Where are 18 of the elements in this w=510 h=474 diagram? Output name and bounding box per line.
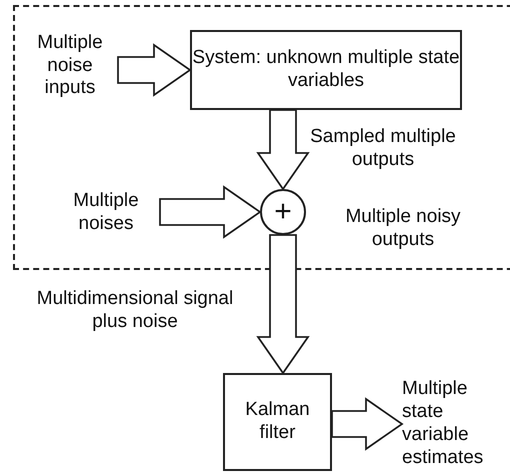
node-text: Multiple noises: [72, 190, 140, 236]
hollow-arrow: [256, 109, 310, 191]
node-text: Kalman filter: [244, 399, 311, 445]
edge-label: Multidimensional signal plus noise: [36, 288, 234, 334]
hollow-arrow: [117, 43, 192, 97]
edge-label: Sampled multiple outputs: [309, 126, 457, 172]
dashed-boundary: [13, 5, 510, 270]
summing-junction: [260, 189, 306, 235]
node-text: Multiple state variable estimates: [402, 378, 484, 470]
process-box: [223, 373, 332, 471]
hollow-arrow: [331, 397, 404, 451]
hollow-arrow: [256, 234, 310, 375]
process-box: [190, 30, 462, 110]
output-label: Multiple noisy outputs: [344, 206, 462, 252]
node-text: Multiple noise inputs: [36, 32, 104, 100]
plus-sign: +: [274, 197, 292, 227]
node-text: System: unknown multiple state variables: [192, 47, 460, 93]
hollow-arrow: [159, 185, 262, 239]
